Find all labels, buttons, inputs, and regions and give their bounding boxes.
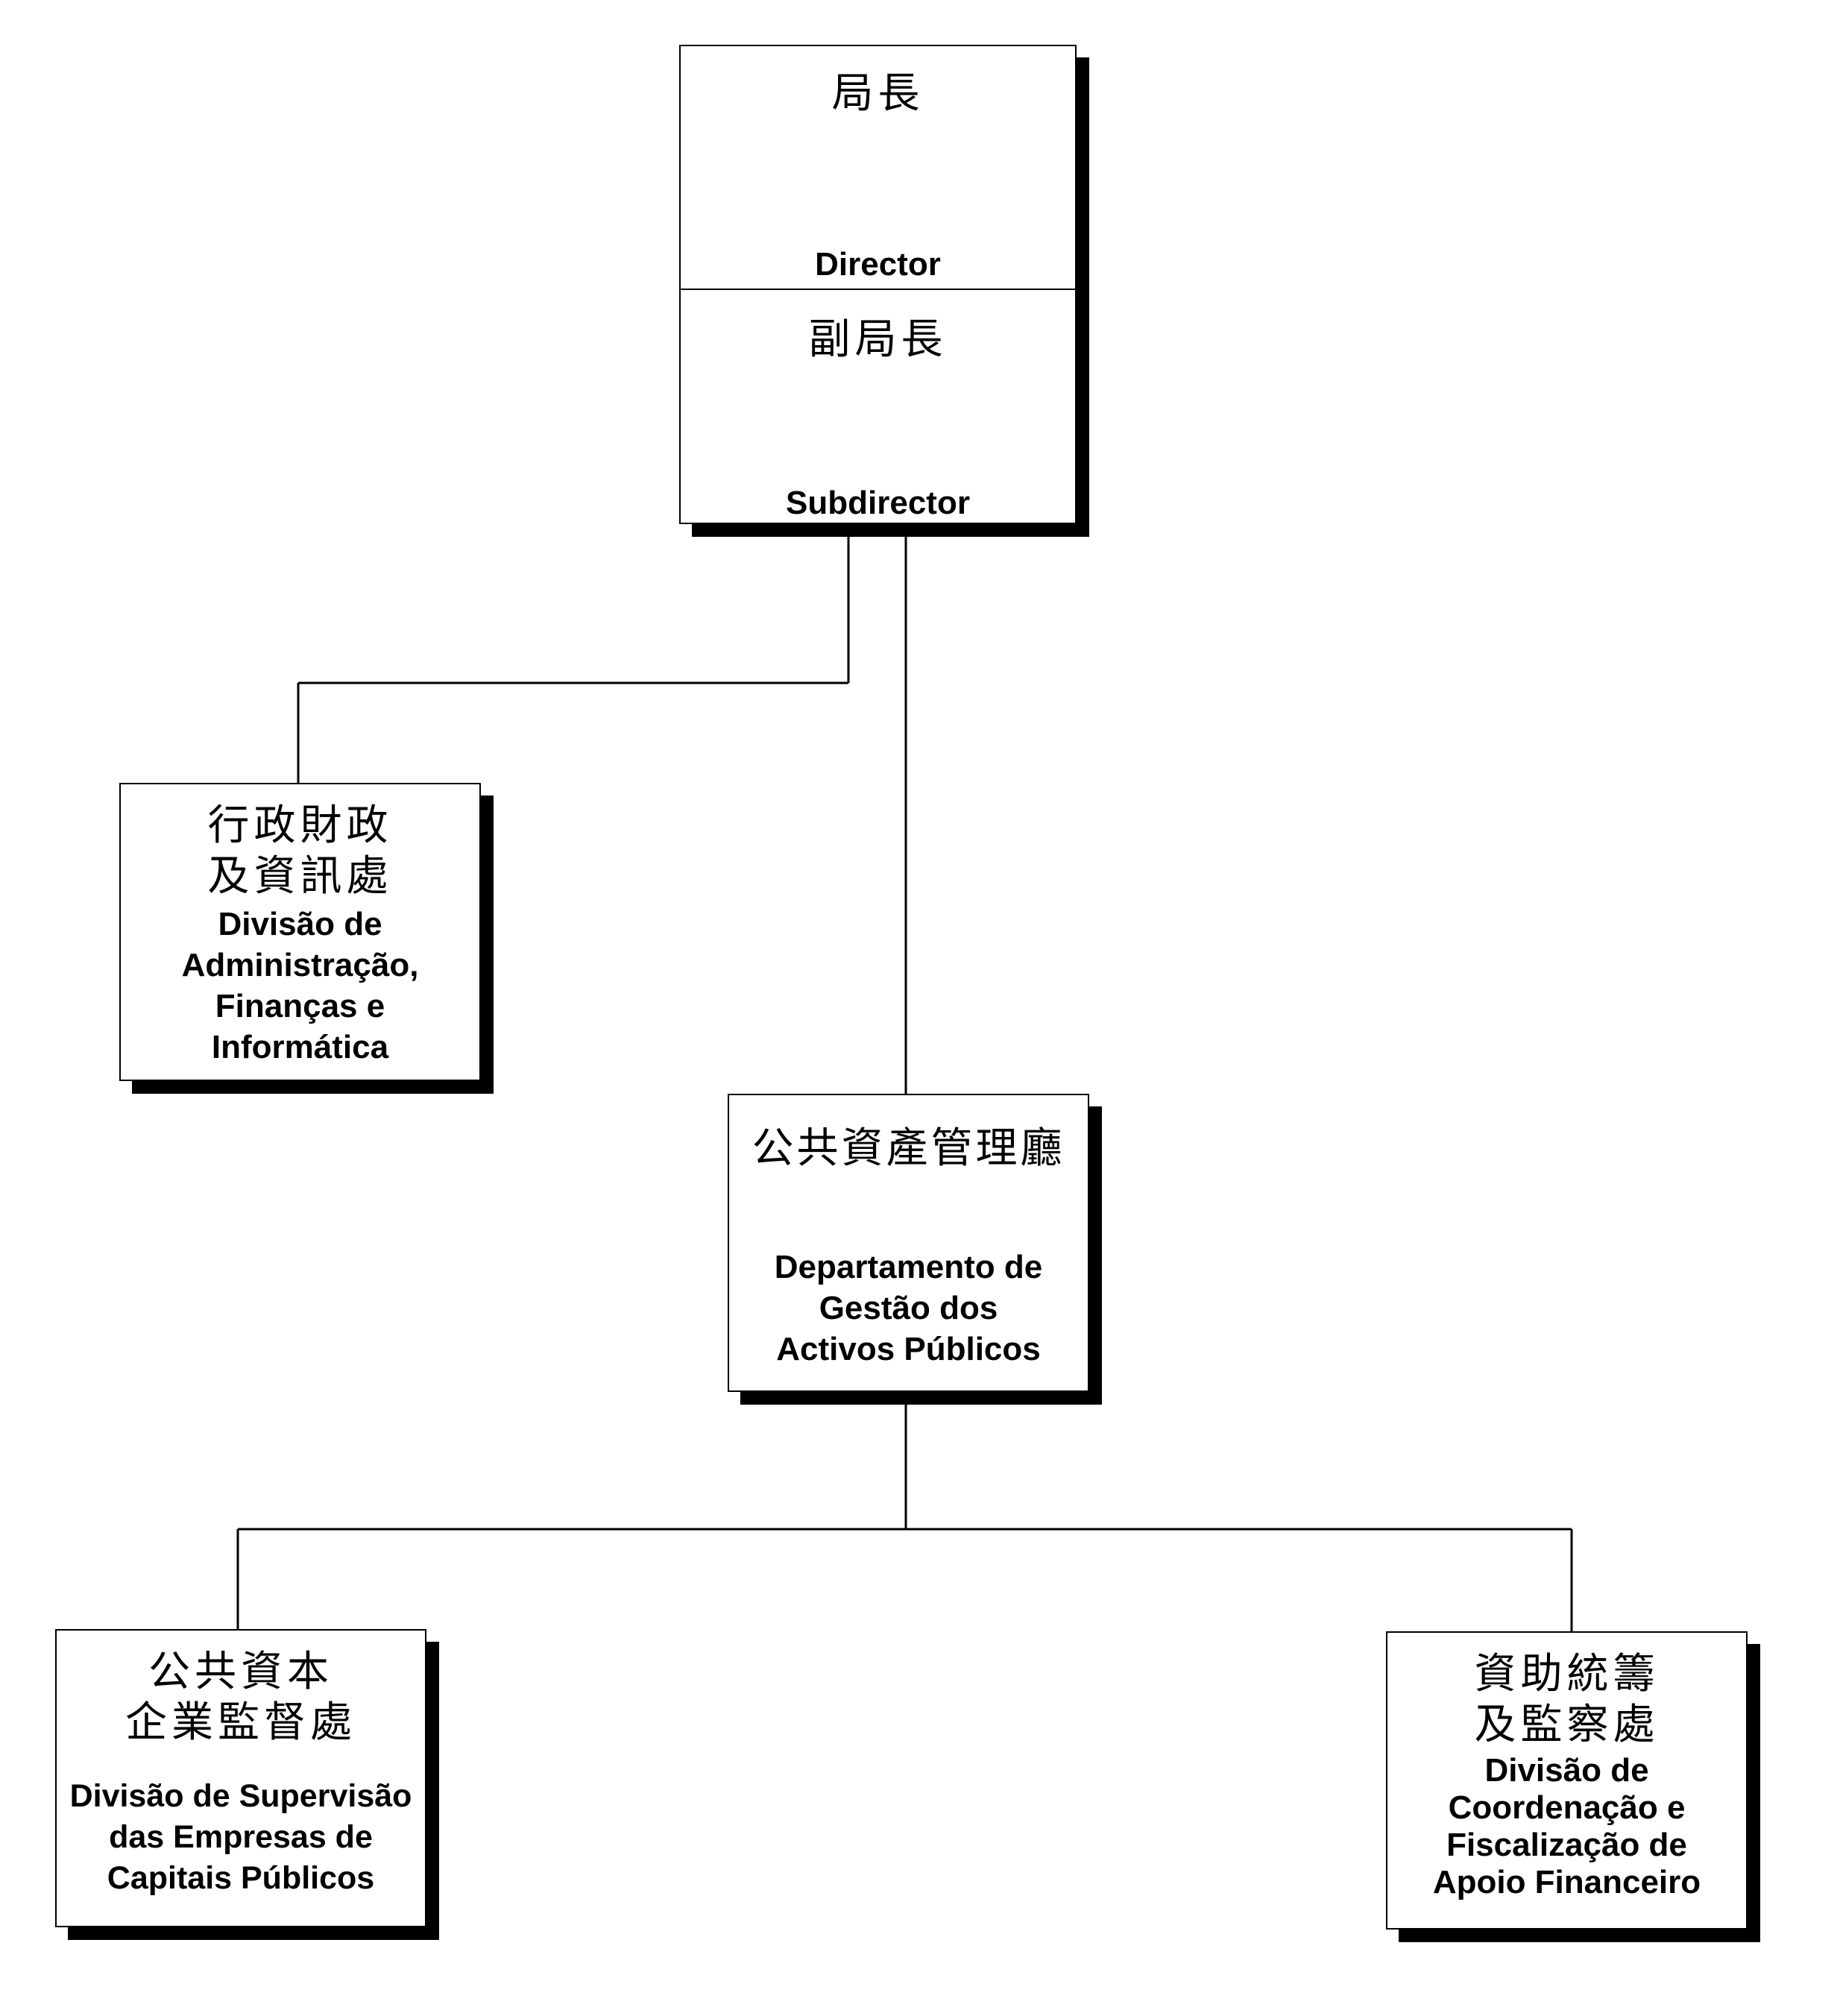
subdirector-title-zh: 副局長 — [808, 315, 948, 364]
admin-division-title-zh: 行政財政 及資訊處 — [207, 801, 393, 901]
director-subdirector-divider — [681, 289, 1075, 290]
admin-division-box: 行政財政 及資訊處 Divisão de Administração, Fina… — [119, 783, 481, 1081]
supervision-division-title-pt: Divisão de Supervisão das Empresas de Ca… — [69, 1778, 412, 1896]
coordination-division-title-pt: Divisão de Coordenação e Fiscalização de… — [1432, 1752, 1701, 1900]
coordination-division-box: 資助統籌 及監察處 Divisão de Coordenação e Fisca… — [1386, 1631, 1748, 1930]
subdirector-title-pt: Subdirector — [786, 485, 970, 521]
supervision-division-title-zh: 公共資本 企業監督處 — [125, 1648, 356, 1747]
public-assets-department-title-zh: 公共資產管理廳 — [752, 1124, 1065, 1173]
director-box: 局長 Director 副局長 Subdirector — [679, 45, 1077, 524]
admin-division-title-pt: Divisão de Administração, Finanças e Inf… — [181, 906, 419, 1065]
supervision-division-box: 公共資本 企業監督處 Divisão de Supervisão das Emp… — [55, 1629, 426, 1927]
public-assets-department-box: 公共資產管理廳 Departamento de Gestão dos Activ… — [728, 1094, 1089, 1392]
director-title-pt: Director — [815, 246, 941, 283]
public-assets-department-title-pt: Departamento de Gestão dos Activos Públi… — [774, 1249, 1043, 1367]
coordination-division-title-zh: 資助統籌 及監察處 — [1474, 1650, 1660, 1749]
director-title-zh: 局長 — [831, 69, 924, 118]
